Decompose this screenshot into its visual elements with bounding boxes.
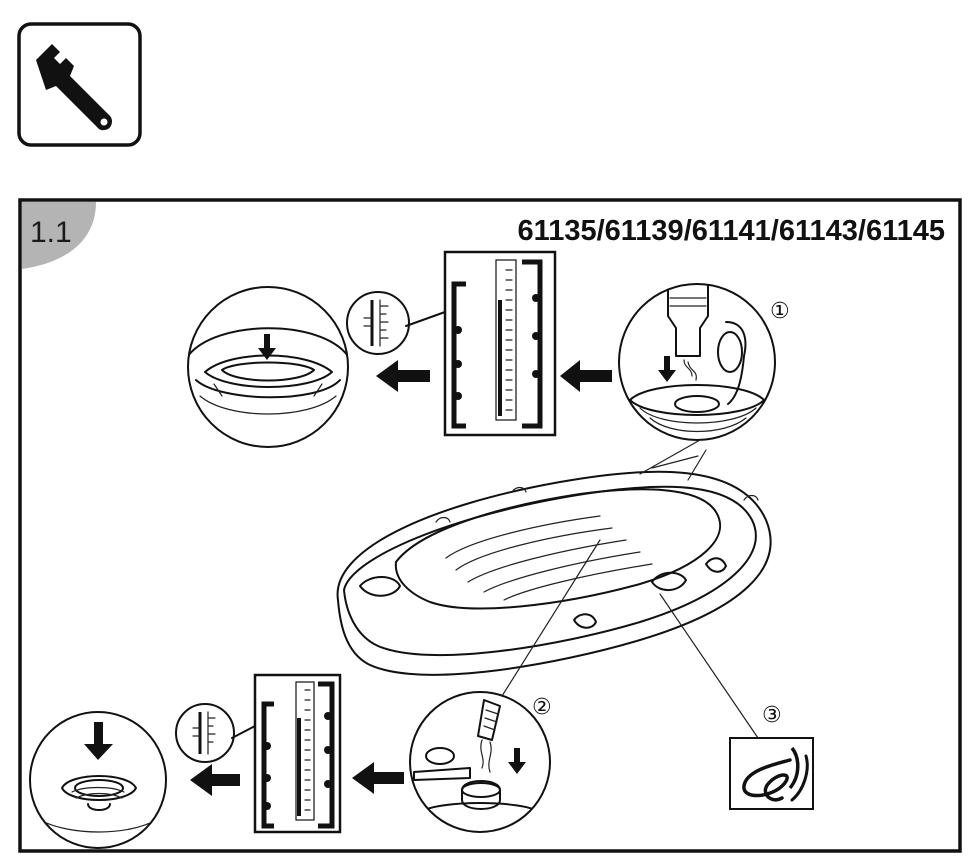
valve-closeup-pump xyxy=(409,691,551,833)
arrow-left-icon xyxy=(190,764,240,796)
arrow-down-icon xyxy=(658,356,676,382)
leader-line-3 xyxy=(659,593,759,739)
step-label: 1.1 xyxy=(30,216,72,249)
arrow-down-icon xyxy=(84,722,113,760)
inflatable-boat-icon xyxy=(336,449,772,676)
callout-3: ③ xyxy=(762,703,782,728)
leader-line-2 xyxy=(501,539,601,697)
arrow-down-icon xyxy=(508,748,526,774)
valve-closeup-deflated xyxy=(187,286,349,448)
gauge-magnifier xyxy=(346,291,446,355)
callout-1: ① xyxy=(770,299,790,324)
arrow-left-icon xyxy=(376,360,430,392)
gauge-magnifier xyxy=(175,703,256,763)
valve-closeup-inflate xyxy=(618,283,776,441)
leader-line-1 xyxy=(639,439,701,475)
callout-2: ② xyxy=(532,695,552,720)
arrow-down-icon xyxy=(258,334,276,360)
rope-icon xyxy=(729,737,814,810)
tool-icon-box xyxy=(17,22,142,147)
step-label-tab: 1.1 xyxy=(22,202,96,269)
step-panel xyxy=(18,198,962,853)
model-numbers: 61135/61139/61141/61143/61145 xyxy=(518,215,945,247)
arrow-left-icon xyxy=(560,360,612,392)
wrench-icon xyxy=(36,44,112,131)
arrow-left-icon xyxy=(352,762,404,794)
pressure-gauge-icon xyxy=(253,673,342,834)
valve-closeup-closed xyxy=(29,711,167,849)
pressure-gauge-icon xyxy=(443,250,557,437)
